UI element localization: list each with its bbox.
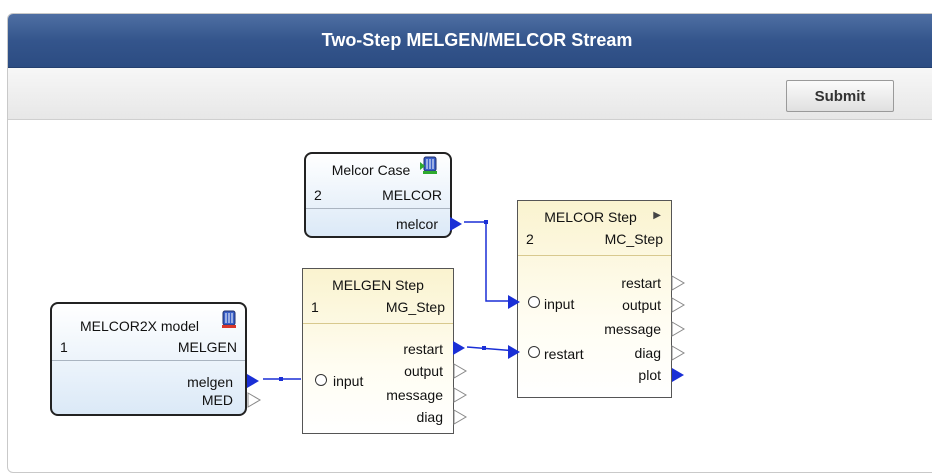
caret-right-icon[interactable]: ▶ [653,210,661,221]
toolbar: Submit [8,68,932,120]
node-index: 1 [60,339,68,355]
output-port-output[interactable]: output [622,297,661,313]
node-name: MELCOR [382,187,442,203]
connection-restart-to-restart [466,346,517,352]
node-melcor2x-model[interactable]: MELCOR2X model 1 MELGEN melgen MED [50,302,261,416]
node-divider [306,208,450,209]
node-divider [303,323,453,324]
output-connector[interactable] [672,368,684,382]
output-connector[interactable] [450,217,462,231]
output-connector[interactable] [453,409,467,425]
connection-joint [482,346,486,350]
output-port-output[interactable]: output [404,363,443,379]
connection-melcor-to-input [464,221,516,302]
node-title: MELGEN Step [332,277,424,293]
output-port-message[interactable]: message [386,387,443,403]
output-connector[interactable] [247,374,259,388]
output-port-diag[interactable]: diag [416,409,443,425]
output-port-message[interactable]: message [604,321,661,337]
output-connector[interactable] [671,297,685,313]
window-title: Two-Step MELGEN/MELCOR Stream [8,14,932,68]
output-connector[interactable] [671,321,685,337]
node-melcor-case[interactable]: Melcor Case 2 MELCOR melcor [304,152,462,238]
output-connector[interactable] [453,363,467,379]
input-connector[interactable] [528,346,540,358]
output-port-diag[interactable]: diag [634,345,661,361]
node-divider [52,360,245,361]
output-connector[interactable] [671,345,685,361]
node-melgen-step[interactable]: MELGEN Step 1 MG_Step input restart outp… [302,268,467,434]
input-port-restart[interactable]: restart [544,346,584,362]
output-port-med[interactable]: MED [201,392,233,408]
node-divider [518,255,671,256]
node-title: Melcor Case [331,162,411,178]
input-connector-arrow [508,345,520,359]
input-connector-arrow [508,295,520,309]
output-port-melgen[interactable]: melgen [187,374,233,390]
node-name: MELGEN [177,339,237,355]
database-icon [222,310,236,328]
node-melcor-step[interactable]: MELCOR Step ▶ 2 MC_Step input restart re… [508,200,685,398]
node-index: 1 [311,299,319,315]
input-connector[interactable] [528,296,540,308]
submit-button[interactable]: Submit [786,80,894,112]
output-port-restart[interactable]: restart [403,341,443,357]
database-icon [420,156,437,174]
input-port-input[interactable]: input [544,296,575,312]
output-connector[interactable] [453,341,465,355]
output-port-restart[interactable]: restart [621,275,661,291]
output-port-plot[interactable]: plot [638,367,661,383]
connection-joint [484,220,488,224]
input-connector[interactable] [315,374,327,386]
output-connector[interactable] [671,275,685,291]
output-connector[interactable] [453,387,467,403]
node-name: MC_Step [604,231,663,247]
node-title: MELCOR Step [544,209,637,225]
node-title: MELCOR2X model [79,318,200,334]
connection-joint [279,377,283,381]
node-index: 2 [526,231,534,247]
output-port-melcor[interactable]: melcor [395,216,438,232]
input-port-input[interactable]: input [333,373,364,389]
node-name: MG_Step [385,299,445,315]
node-index: 2 [314,187,322,203]
output-connector[interactable] [247,392,261,408]
